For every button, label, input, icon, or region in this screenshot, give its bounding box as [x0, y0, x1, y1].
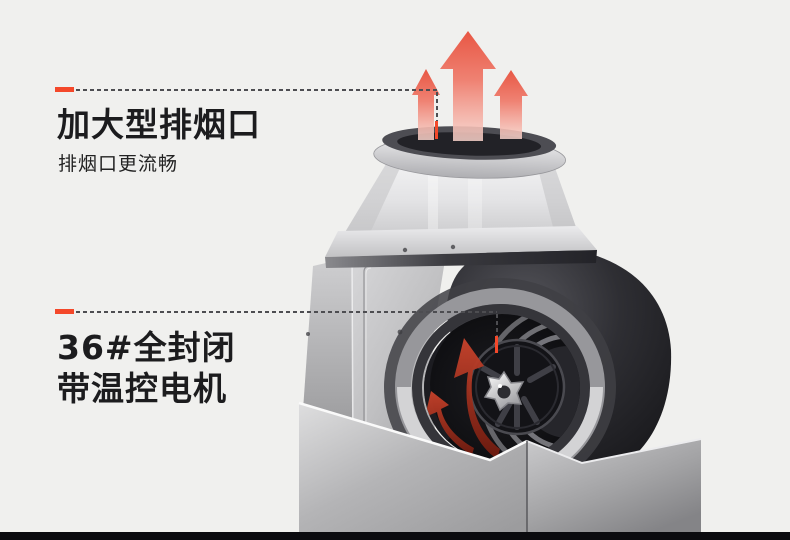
motor-hub [483, 370, 525, 412]
rivet-dots [306, 244, 456, 336]
exhaust-airflow-arrows-icon [412, 31, 528, 141]
mounting-flange [325, 226, 597, 268]
intake-swirl-arrows-icon [425, 338, 500, 459]
bottom-bar [0, 532, 790, 540]
duct-base [298, 401, 702, 533]
